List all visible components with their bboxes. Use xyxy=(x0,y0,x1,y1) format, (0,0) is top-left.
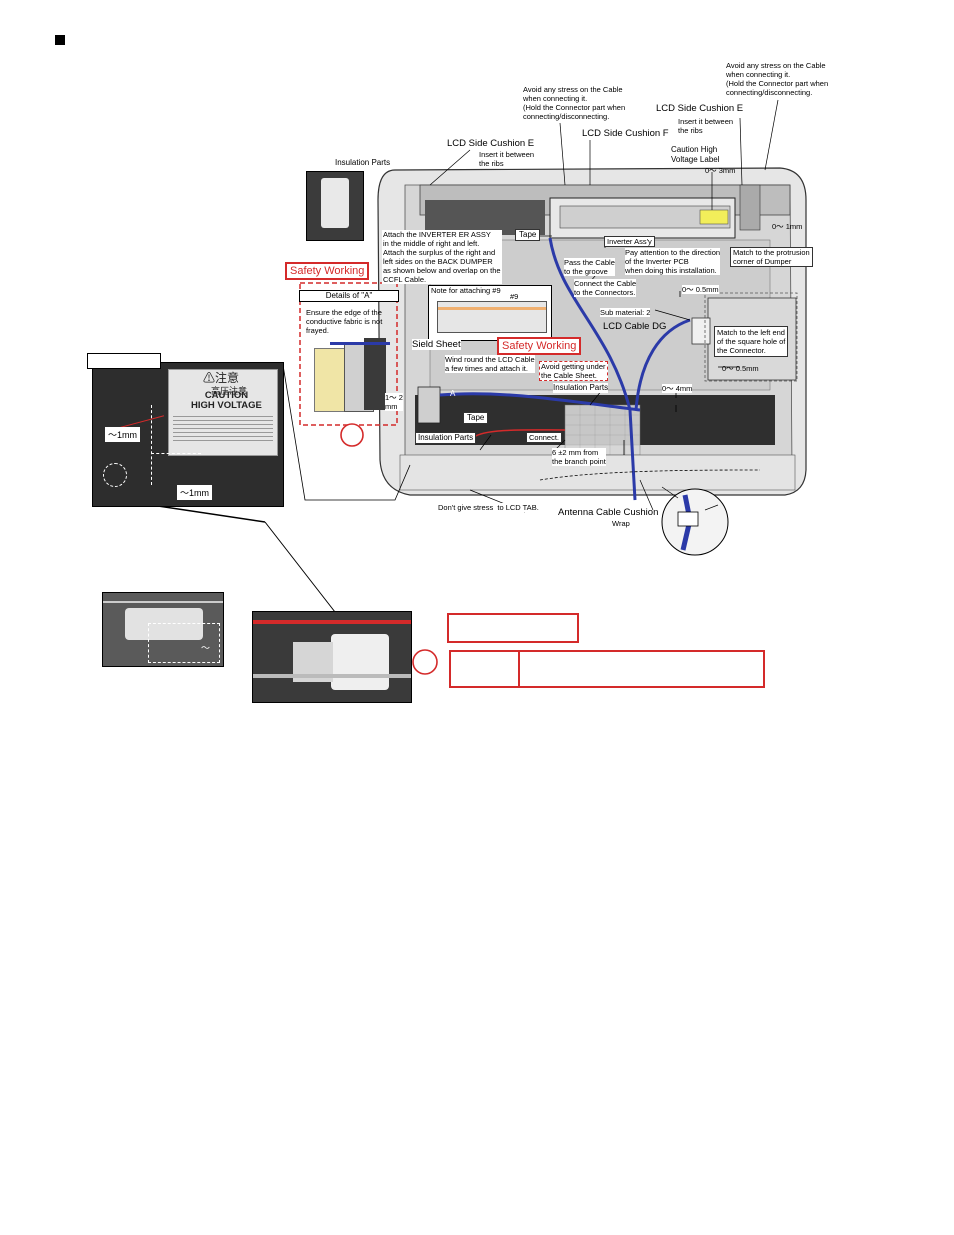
ensure-edge: Ensure the edge of the conductive fabric… xyxy=(306,308,383,335)
antenna-cushion: Antenna Cable Cushion xyxy=(558,507,659,518)
antenna-wrap xyxy=(677,511,699,527)
lcd-cable-dg: LCD Cable DG xyxy=(603,321,667,332)
attach-inverter-note: Attach the INVERTER ER ASSY in the middl… xyxy=(382,230,502,284)
connect-cable: Connect the Cable to the Connectors. xyxy=(574,279,637,297)
avoid-stress-right: Avoid any stress on the Cable when conne… xyxy=(726,61,829,97)
lcd-side-cushion-f: LCD Side Cushion F xyxy=(582,128,669,139)
lcd-cable-blue-2 xyxy=(634,318,691,411)
sub-material: Sub material: 2 xyxy=(600,308,651,317)
insert-ribs-right: Insert it between the ribs xyxy=(678,117,734,135)
details-a-illustration xyxy=(310,338,392,413)
cable-sheet xyxy=(564,404,641,456)
safety-working-2: Safety Working xyxy=(497,337,582,355)
caution-label xyxy=(699,209,729,225)
lcd-cable-blue-3 xyxy=(439,392,641,412)
shield-sheet xyxy=(417,386,441,424)
insulation-parts-photo xyxy=(306,171,364,241)
connector-part xyxy=(691,317,711,345)
gap-0-4mm: 0～ 4mm xyxy=(662,384,693,393)
note-attaching: Note for attaching #9 xyxy=(431,286,501,295)
six-pm-two: 6 ±2 mm from the branch point xyxy=(552,448,606,466)
tape-mid: Tape xyxy=(463,412,489,424)
red-label-box-2 xyxy=(449,650,765,688)
caution-high-voltage-label: Caution High Voltage Label xyxy=(671,145,720,164)
wrap-label: Wrap xyxy=(612,519,630,528)
pay-attention: Pay attention to the direction of the In… xyxy=(625,248,721,275)
marker-circle-2 xyxy=(412,649,438,675)
safety-working-1: Safety Working xyxy=(285,262,370,280)
lcd-cable-blue xyxy=(548,237,637,501)
leader-lines xyxy=(394,99,779,513)
dashed-arc xyxy=(539,469,761,481)
gap-0-3mm: 0～ 3mm xyxy=(705,166,736,175)
pass-cable: Pass the Cable to the groove xyxy=(564,258,615,276)
photo-caution-jp2: 高圧注意 xyxy=(211,386,248,396)
lcd-side-cushion-e-right: LCD Side Cushion E xyxy=(656,103,744,114)
wind-round: Wind round the LCD Cable a few times and… xyxy=(445,355,535,373)
section-bullet xyxy=(55,35,65,45)
avoid-getting: Avoid getting under the Cable Sheet. xyxy=(539,361,608,381)
caution-label-photo: ⚠注意 高圧注意 CAUTION HIGH VOLTAGE ～1mm ～1mm xyxy=(92,362,284,507)
right-cushion xyxy=(739,184,761,231)
note-diagram xyxy=(437,301,547,333)
hash9: #9 xyxy=(510,292,519,301)
red-label-divider xyxy=(518,650,520,686)
dashed-outline-connector xyxy=(704,292,798,382)
red-label-box-1 xyxy=(447,613,579,643)
photo-caution-jp1: ⚠注意 xyxy=(203,371,240,385)
safety-zone-details-a xyxy=(299,282,398,426)
match-left-end: Match to the left end of the square hole… xyxy=(714,326,789,357)
details-a-label: Details of "A" xyxy=(299,290,399,302)
avoid-stress-mid: Avoid any stress on the Cable when conne… xyxy=(523,85,626,121)
dont-stress-tab: Don't give stress to LCD TAB. xyxy=(438,503,539,512)
connect-label: Connect. xyxy=(526,432,563,443)
a-marker: A xyxy=(450,389,456,398)
gap-0-05mm-bottom: 0～ 0.5mm xyxy=(722,364,759,373)
gap-0-1mm: 0～ 1mm xyxy=(772,222,803,231)
detail-connector xyxy=(282,364,411,501)
cable-sheet-grid xyxy=(565,405,640,455)
match-protrusion: Match to the protrusion corner of Dumper xyxy=(730,247,813,267)
connector-small-photo: ～ xyxy=(102,592,224,667)
tape-wrap-photo xyxy=(252,611,412,703)
marker-circle-1 xyxy=(340,423,364,447)
sield-sheet: Sield Sheet xyxy=(412,339,461,350)
insulation-parts-low: Insulation Parts xyxy=(415,432,477,444)
photo-header-tab xyxy=(87,353,161,369)
insulation-parts-top: Insulation Parts xyxy=(335,158,391,167)
photo-caution-en: CAUTION HIGH VOLTAGE xyxy=(191,390,262,411)
inverter-inner xyxy=(559,205,731,229)
small-photo-tilde: ～ xyxy=(201,643,211,653)
tape-top-label: Tape xyxy=(515,229,541,241)
photo-1mm-left: ～1mm xyxy=(105,427,140,442)
insulation-parts-mid: Insulation Parts xyxy=(553,383,609,393)
photo-1mm-bottom: ～1mm xyxy=(177,485,212,500)
gap-1-2mm: 1～ 2 mm xyxy=(385,393,403,411)
gap-0-05mm-top: 0～ 0.5mm xyxy=(682,285,719,294)
inverter-assy-label: Inverter Ass'y xyxy=(604,236,655,247)
photo-link-line xyxy=(264,521,336,613)
lcd-side-cushion-e-left: LCD Side Cushion E xyxy=(447,138,535,149)
insert-ribs-left: Insert it between the ribs xyxy=(479,150,535,168)
